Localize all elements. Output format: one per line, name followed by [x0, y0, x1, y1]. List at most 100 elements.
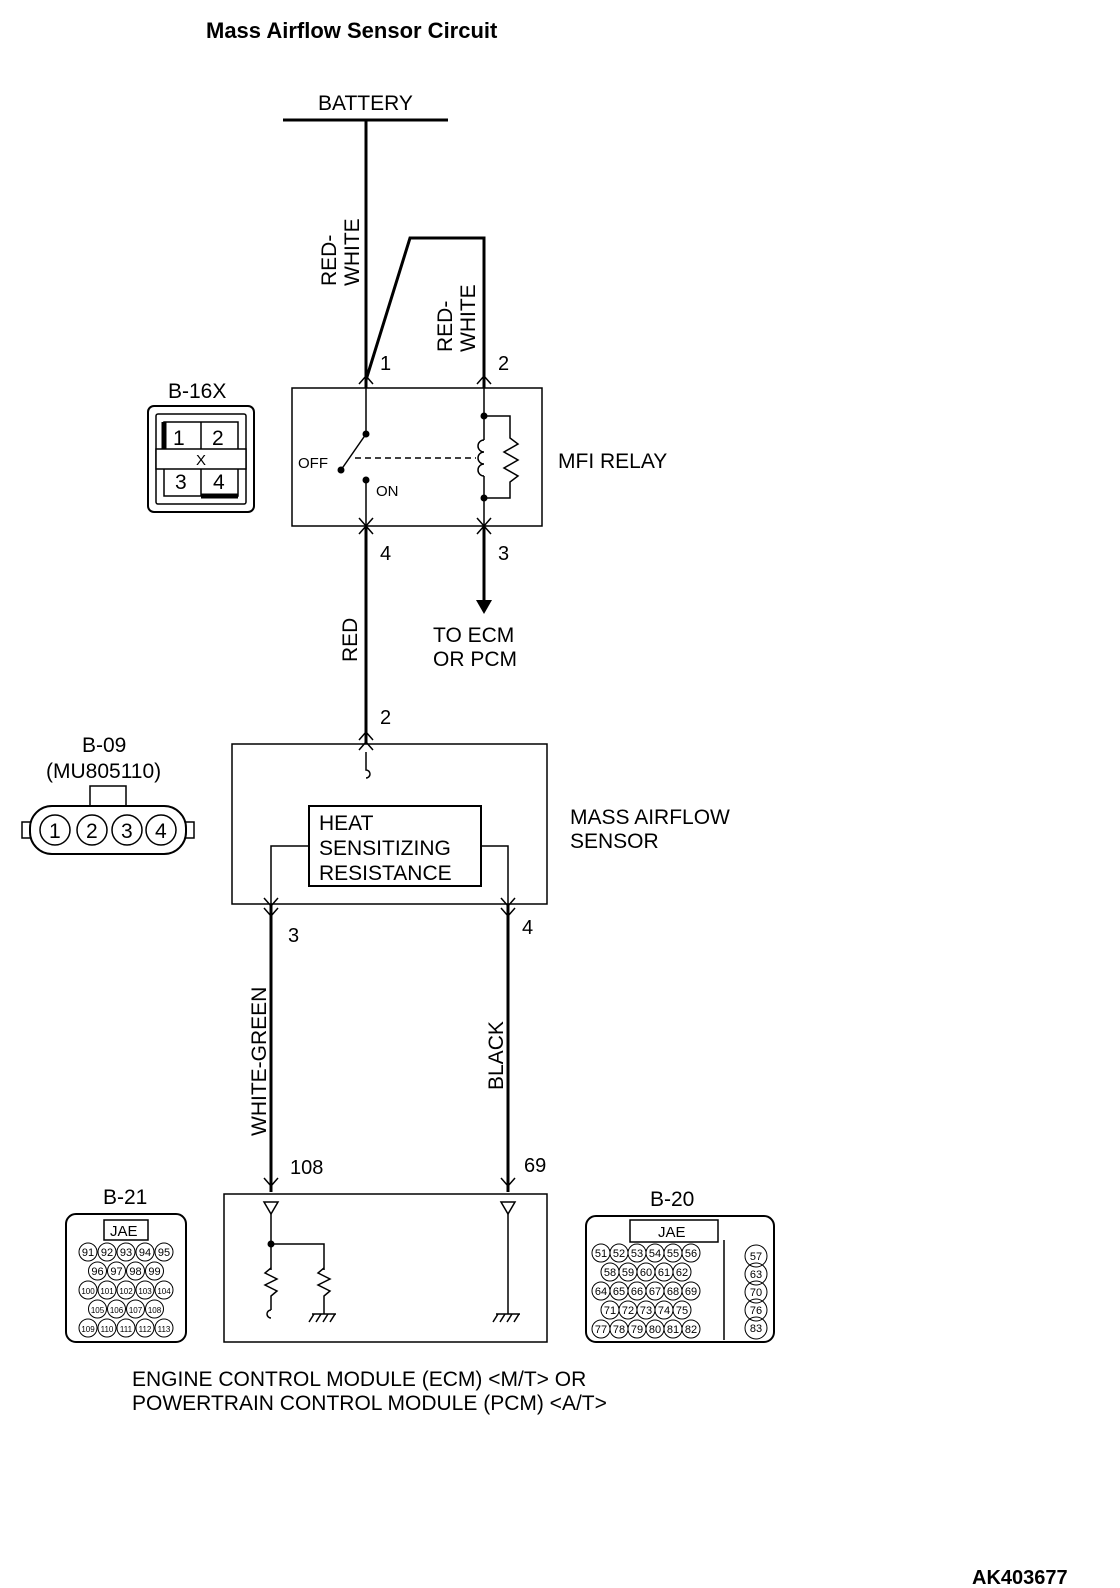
connector-b16x-icon — [147, 405, 255, 513]
connector-pin-label: 54 — [649, 1248, 661, 1260]
connector-chevron — [358, 730, 374, 741]
maf-pin-3: 3 — [288, 925, 299, 947]
connector-pin — [107, 1261, 126, 1281]
connector-chevron — [476, 374, 492, 385]
connector-pin — [97, 1280, 117, 1300]
wire-color-red-white-a: RED- WHITE — [318, 218, 364, 286]
connector-chevron — [358, 374, 374, 385]
connector-pin — [154, 1280, 174, 1300]
connector-pin-label: 103 — [138, 1287, 152, 1296]
connector-pin-label: 109 — [81, 1325, 95, 1334]
connector-pin — [107, 1299, 126, 1319]
connector-pin-label: 74 — [658, 1305, 670, 1317]
connector-pin-label: 76 — [750, 1305, 762, 1317]
connector-pin-label: 111 — [120, 1325, 133, 1334]
relay-switch-arm — [340, 433, 367, 471]
b09-pin: 4 — [155, 820, 167, 843]
connector-pin-label: 80 — [649, 1324, 661, 1336]
b16x-cell: 2 — [212, 427, 224, 450]
relay-on-label: ON — [376, 483, 399, 500]
ecm-terminal — [499, 1201, 517, 1216]
maf-element-lead-right — [481, 845, 509, 904]
b09-pin: 1 — [49, 820, 61, 843]
connector-pin — [672, 1262, 692, 1282]
connector-pin-label: 51 — [595, 1248, 607, 1260]
connector-pin-label: 105 — [91, 1306, 105, 1315]
connector-b20-brand: JAE — [658, 1224, 686, 1241]
connector-pin-label: 52 — [613, 1248, 625, 1260]
ecm-pin-108: 108 — [290, 1157, 323, 1179]
diagram-title: Mass Airflow Sensor Circuit — [206, 18, 498, 43]
b16x-cell: 4 — [213, 471, 225, 494]
connector-pin-label: 82 — [685, 1324, 697, 1336]
connector-pin — [116, 1280, 136, 1300]
connector-pin — [672, 1300, 692, 1320]
connector-pin-label: 101 — [100, 1287, 114, 1296]
connector-pin — [744, 1262, 768, 1286]
ecm-pin-69: 69 — [524, 1155, 546, 1177]
maf-sensor-box — [231, 743, 548, 905]
heat-sensitizing-label: HEAT SENSITIZING RESISTANCE — [319, 812, 457, 885]
connector-pin-label: 78 — [613, 1324, 625, 1336]
mfi-relay-box — [291, 387, 543, 527]
connector-pin-label: 102 — [119, 1287, 133, 1296]
connector-pin — [145, 1261, 164, 1281]
connector-pin — [744, 1316, 768, 1340]
maf-pin-2: 2 — [380, 707, 391, 729]
connector-pin — [88, 1299, 107, 1319]
maf-sensor-label: MASS AIRFLOW SENSOR — [570, 806, 736, 853]
ecm-label: ENGINE CONTROL MODULE (ECM) <M/T> OR POW… — [132, 1368, 607, 1415]
connector-pin-label: 96 — [91, 1266, 103, 1278]
connector-pin-label: 63 — [750, 1269, 762, 1281]
connector-b21-label: B-21 — [103, 1186, 147, 1209]
ecm-resistor — [316, 1267, 332, 1314]
connector-pin — [97, 1318, 117, 1338]
connector-pin — [744, 1298, 768, 1322]
relay-pin-1: 1 — [380, 353, 391, 375]
connector-pin-label: 79 — [631, 1324, 643, 1336]
wire-branch-relay-pin2 — [364, 236, 486, 388]
connector-pin-label: 55 — [667, 1248, 679, 1260]
connector-pin-label: 70 — [750, 1287, 762, 1299]
connector-pin — [135, 1280, 155, 1300]
relay-pin-4: 4 — [380, 543, 391, 565]
connector-b21-icon — [65, 1213, 187, 1343]
connector-pin-label: 71 — [604, 1305, 616, 1317]
connector-b09-part: (MU805110) — [46, 760, 161, 783]
connector-pin-label: 56 — [685, 1248, 697, 1260]
connector-pin-label: 72 — [622, 1305, 634, 1317]
connector-pin-label: 108 — [148, 1306, 162, 1315]
connector-pin-label: 64 — [595, 1286, 607, 1298]
relay-coil — [477, 439, 485, 477]
connector-b09-label: B-09 — [82, 734, 126, 757]
connector-pin — [135, 1242, 155, 1262]
connector-b16x-label: B-16X — [168, 380, 226, 403]
connector-b20-label: B-20 — [650, 1188, 694, 1211]
connector-pin-label: 113 — [158, 1325, 171, 1334]
connector-pin — [116, 1318, 136, 1338]
ecm-terminal — [262, 1201, 280, 1216]
connector-pin — [744, 1244, 768, 1268]
connector-pin — [681, 1319, 701, 1339]
b16x-cell: X — [196, 452, 206, 469]
connector-pin-label: 92 — [101, 1247, 113, 1259]
wire-color-white-green: WHITE-GREEN — [248, 987, 271, 1136]
connector-b20-icon — [585, 1215, 775, 1343]
connector-pin-label: 57 — [750, 1251, 762, 1263]
connector-pin — [145, 1299, 164, 1319]
connector-pin — [78, 1280, 98, 1300]
maf-pin-4: 4 — [522, 917, 533, 939]
connector-pin — [154, 1242, 174, 1262]
connector-pin-label: 106 — [110, 1306, 124, 1315]
connector-pin — [97, 1242, 117, 1262]
connector-pin — [681, 1243, 701, 1263]
connector-pin-label: 77 — [595, 1324, 607, 1336]
connector-pin-label: 81 — [667, 1324, 679, 1336]
connector-pin-label: 94 — [139, 1247, 151, 1259]
connector-chevron — [500, 1177, 516, 1188]
to-ecm-label: TO ECM OR PCM — [433, 624, 520, 671]
connector-pin-label: 75 — [676, 1305, 688, 1317]
wire-color-red: RED — [339, 618, 362, 662]
